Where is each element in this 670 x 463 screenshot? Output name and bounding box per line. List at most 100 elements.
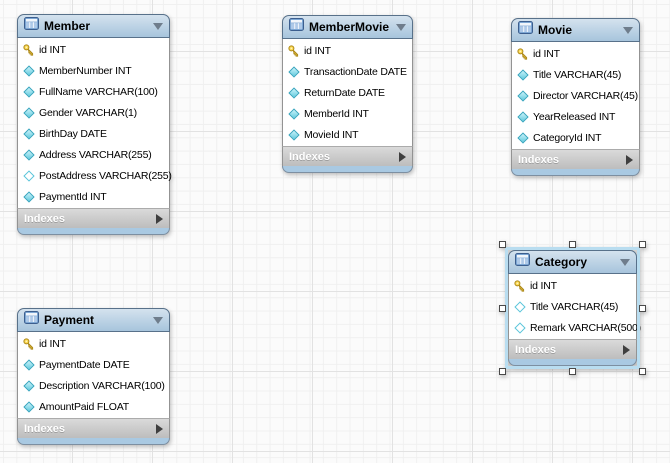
not-null-diamond-icon [22, 358, 35, 371]
column-row[interactable]: Title VARCHAR(45) [512, 64, 639, 85]
table-icon [289, 18, 304, 36]
indexes-footer[interactable]: Indexes [511, 149, 640, 169]
column-row[interactable]: BirthDay DATE [18, 123, 169, 144]
table-header-membermovie[interactable]: MemberMovie [282, 15, 413, 39]
column-row[interactable]: MovieId INT [283, 124, 412, 145]
column-label: BirthDay DATE [39, 127, 107, 140]
column-row[interactable]: PostAddress VARCHAR(255) [18, 165, 172, 186]
column-row[interactable]: id INT [18, 39, 169, 60]
column-row[interactable]: id INT [18, 333, 169, 354]
table-title: Movie [538, 23, 573, 37]
nullable-diamond-icon [22, 169, 35, 182]
column-row[interactable]: MemberNumber INT [18, 60, 169, 81]
not-null-diamond-icon [22, 148, 35, 161]
nullable-diamond-icon [513, 300, 526, 313]
selection-handle[interactable] [499, 241, 506, 248]
expand-arrow-icon[interactable] [623, 344, 630, 355]
expand-arrow-icon[interactable] [399, 151, 406, 162]
column-label: ReturnDate DATE [304, 86, 385, 99]
column-row[interactable]: ReturnDate DATE [283, 82, 412, 103]
column-row[interactable]: Remark VARCHAR(500) [509, 317, 641, 338]
primary-key-icon [23, 43, 34, 56]
table-bottom-strip [511, 169, 640, 176]
column-label: id INT [530, 279, 557, 292]
expand-arrow-icon[interactable] [156, 423, 163, 434]
selection-handle[interactable] [569, 368, 576, 375]
expand-arrow-icon[interactable] [156, 213, 163, 224]
not-null-diamond-icon [287, 86, 300, 99]
column-row[interactable]: PaymentDate DATE [18, 354, 169, 375]
column-row[interactable]: Address VARCHAR(255) [18, 144, 169, 165]
table-icon [518, 21, 533, 39]
indexes-footer[interactable]: Indexes [282, 146, 413, 166]
column-label: FullName VARCHAR(100) [39, 85, 158, 98]
column-label: id INT [39, 43, 66, 56]
column-row[interactable]: CategoryId INT [512, 127, 639, 148]
primary-key-icon [517, 47, 528, 60]
table-title: Member [44, 19, 91, 33]
nullable-diamond-icon [513, 321, 526, 334]
indexes-footer[interactable]: Indexes [508, 339, 637, 359]
table-header-movie[interactable]: Movie [511, 18, 640, 42]
not-null-diamond-icon [516, 110, 529, 123]
table-header-payment[interactable]: Payment [17, 308, 170, 332]
column-row[interactable]: id INT [512, 43, 639, 64]
selection-handle[interactable] [639, 241, 646, 248]
not-null-diamond-icon [22, 400, 35, 413]
column-row[interactable]: id INT [509, 275, 636, 296]
column-row[interactable]: AmountPaid FLOAT [18, 396, 169, 417]
table-bottom-strip [17, 438, 170, 445]
collapse-arrow-icon[interactable] [396, 23, 406, 31]
not-null-diamond-icon [22, 190, 35, 203]
table-membermovie: MemberMovie id INT TransactionDate DATE Ret… [282, 15, 413, 173]
column-row[interactable]: Gender VARCHAR(1) [18, 102, 169, 123]
table-member: Member id INT MemberNumber INT FullName VAR… [17, 14, 172, 235]
expand-arrow-icon[interactable] [626, 154, 633, 165]
column-label: Title VARCHAR(45) [533, 68, 622, 81]
column-row[interactable]: id INT [283, 40, 412, 61]
column-label: AmountPaid FLOAT [39, 400, 129, 413]
selection-handle[interactable] [639, 368, 646, 375]
column-label: id INT [304, 44, 331, 57]
table-header-member[interactable]: Member [17, 14, 170, 38]
collapse-arrow-icon[interactable] [623, 26, 633, 34]
table-header-category[interactable]: Category [508, 250, 637, 274]
not-null-diamond-icon [22, 106, 35, 119]
indexes-label: Indexes [515, 343, 556, 356]
table-movie: Movie id INT Title VARCHAR(45) Director VAR… [511, 18, 640, 176]
selection-handle[interactable] [639, 304, 646, 312]
column-row[interactable]: Director VARCHAR(45) [512, 85, 639, 106]
table-category: Category id INT Title VARCHAR(45) Remark VA… [499, 241, 646, 375]
indexes-footer[interactable]: Indexes [17, 208, 170, 228]
table-icon [24, 311, 39, 329]
table-title: Payment [44, 313, 95, 327]
table-bottom-strip [282, 166, 413, 173]
column-label: Remark VARCHAR(500) [530, 321, 641, 334]
column-row[interactable]: PaymentId INT [18, 186, 169, 207]
column-label: TransactionDate DATE [304, 65, 407, 78]
not-null-diamond-icon [22, 85, 35, 98]
not-null-diamond-icon [287, 107, 300, 120]
column-row[interactable]: Description VARCHAR(100) [18, 375, 169, 396]
selection-handle[interactable] [499, 304, 506, 312]
column-row[interactable]: MemberId INT [283, 103, 412, 124]
primary-key-icon [514, 279, 525, 292]
collapse-arrow-icon[interactable] [153, 22, 163, 30]
table-icon [24, 17, 39, 35]
not-null-diamond-icon [22, 64, 35, 77]
indexes-footer[interactable]: Indexes [17, 418, 170, 438]
column-row[interactable]: TransactionDate DATE [283, 61, 412, 82]
column-row[interactable]: YearReleased INT [512, 106, 639, 127]
column-row[interactable]: Title VARCHAR(45) [509, 296, 636, 317]
collapse-arrow-icon[interactable] [153, 316, 163, 324]
selection-handle[interactable] [569, 241, 576, 248]
collapse-arrow-icon[interactable] [620, 258, 630, 266]
selection-handle[interactable] [499, 368, 506, 375]
table-columns: id INT MemberNumber INT FullName VARCHAR(1… [17, 38, 172, 208]
indexes-label: Indexes [518, 153, 559, 166]
indexes-label: Indexes [24, 422, 65, 435]
column-row[interactable]: FullName VARCHAR(100) [18, 81, 169, 102]
